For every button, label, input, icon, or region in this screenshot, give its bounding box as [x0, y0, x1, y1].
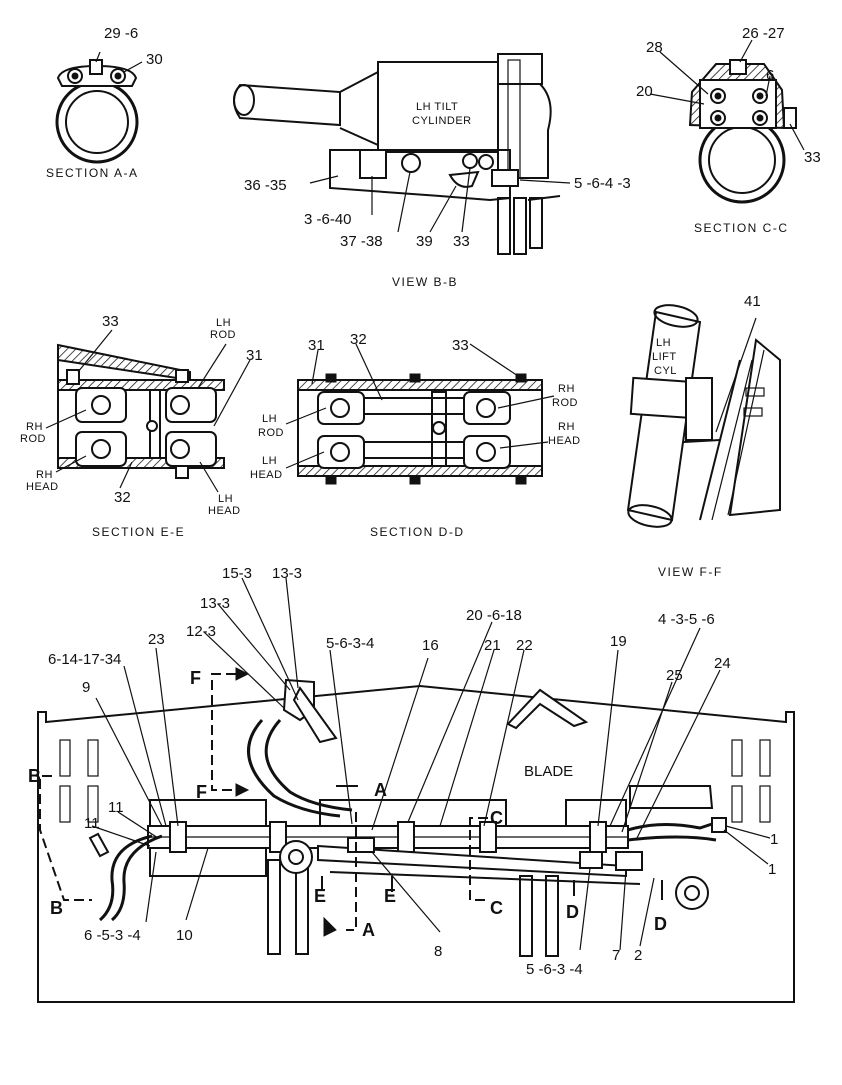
callout: 12-3 [186, 623, 216, 640]
section-letter: D [654, 914, 667, 934]
section-letter: F [196, 782, 207, 802]
callout: 5 -6-3 -4 [526, 961, 583, 978]
callout: 4 -3-5 -6 [658, 611, 715, 628]
rh-head-label: RH [558, 421, 575, 433]
callout: 32 [350, 331, 367, 348]
callout: 33 [804, 149, 821, 166]
cylinder-label: CYL [654, 365, 677, 377]
callout: 24 [714, 655, 731, 672]
callout: 5 -6-4 -3 [574, 175, 631, 192]
view-caption: VIEW B-B [392, 275, 458, 289]
callout: 16 [422, 637, 439, 654]
callout: 5-6-3-4 [326, 635, 374, 652]
cylinder-label: CYLINDER [412, 115, 472, 127]
section-dd: 31 32 33 LH ROD LH HEAD RH ROD RH HEAD S… [250, 331, 581, 539]
lh-head-label: LH [218, 493, 233, 505]
section-letter: C [490, 808, 503, 828]
view-caption: SECTION D-D [370, 525, 465, 539]
rh-head-label: HEAD [548, 435, 581, 447]
callout: 22 [516, 637, 533, 654]
callout: 9 [82, 679, 90, 696]
callout: 20 -6-18 [466, 607, 522, 624]
blade-label: BLADE [524, 763, 573, 780]
callout: 13-3 [272, 565, 302, 582]
callout: 28 [646, 39, 663, 56]
callout: 6 -5-3 -4 [84, 927, 141, 944]
view-caption: VIEW F-F [658, 565, 723, 579]
callout: 13-3 [200, 595, 230, 612]
callout: 33 [453, 233, 470, 250]
view-caption: SECTION E-E [92, 525, 185, 539]
callout: 33 [102, 313, 119, 330]
callout: 32 [114, 489, 131, 506]
section-letter: B [50, 898, 63, 918]
view-ff: LH LIFT CYL 41 VIEW F-F [626, 293, 781, 579]
view-caption: SECTION C-C [694, 221, 789, 235]
callout: 29 -6 [104, 25, 138, 42]
callout: 8 [434, 943, 442, 960]
callout: 20 [636, 83, 653, 100]
cylinder-label: LH [656, 337, 671, 349]
tube-inner [65, 90, 129, 154]
lh-head-label: LH [262, 455, 277, 467]
callout: 33 [452, 337, 469, 354]
callout: 23 [148, 631, 165, 648]
callout: 26 -27 [742, 25, 785, 42]
rh-rod-label: ROD [552, 397, 578, 409]
section-letter: A [362, 920, 375, 940]
lh-rod-label: LH [216, 317, 231, 329]
section-cc: 28 26 -27 20 6 33 SECTION C-C [636, 25, 821, 235]
callout: 10 [176, 927, 193, 944]
callout: 30 [146, 51, 163, 68]
callout: 25 [666, 667, 683, 684]
lh-rod-label: ROD [210, 329, 236, 341]
view-caption: SECTION A-A [46, 166, 139, 180]
rh-head-label: RH [36, 469, 53, 481]
callout: 36 -35 [244, 177, 287, 194]
callout: 1 [770, 831, 778, 848]
blade-chevron-icon [506, 688, 589, 730]
section-letter: D [566, 902, 579, 922]
blade-outline [37, 684, 795, 1003]
lh-rod-label: LH [262, 413, 277, 425]
section-letter: C [490, 898, 503, 918]
callout: 31 [246, 347, 263, 364]
callout: 41 [744, 293, 761, 310]
cylinder-label: LH TILT [416, 101, 458, 113]
lh-rod-label: ROD [258, 427, 284, 439]
view-bb: LH TILT CYLINDER 36 -35 3 -6-40 37 -38 3… [233, 53, 631, 289]
callout: 3 -6-40 [304, 211, 352, 228]
tube-outer [55, 80, 139, 164]
cylinder-label: LIFT [652, 351, 677, 363]
section-aa: 29 -6 30 SECTION A-A [46, 25, 163, 180]
main-view: BLADE [28, 565, 795, 1003]
callout: 15-3 [222, 565, 252, 582]
section-letter: E [314, 886, 326, 906]
section-letter: B [28, 766, 41, 786]
rh-head-label: HEAD [26, 481, 59, 493]
rh-rod-label: RH [558, 383, 575, 395]
callout: 39 [416, 233, 433, 250]
callout: 6-14-17-34 [48, 651, 121, 668]
rh-rod-label: RH [26, 421, 43, 433]
lh-head-label: HEAD [208, 505, 241, 517]
callout: 7 [612, 947, 620, 964]
section-letter: A [374, 780, 387, 800]
rh-rod-label: ROD [20, 433, 46, 445]
section-letter: E [384, 886, 396, 906]
callout: 11 [84, 815, 100, 832]
callout: 19 [610, 633, 627, 650]
section-letter: F [190, 668, 201, 688]
section-ee: 33 31 32 LH ROD RH ROD RH HEAD LH HEAD S… [20, 313, 263, 539]
callout: 31 [308, 337, 325, 354]
callout: 37 -38 [340, 233, 383, 250]
callout: 1 [768, 861, 776, 878]
callout: 21 [484, 637, 501, 654]
callout: 2 [634, 947, 642, 964]
callout: 6 [766, 67, 774, 84]
callout: 11 [108, 799, 124, 816]
lh-head-label: HEAD [250, 469, 283, 481]
